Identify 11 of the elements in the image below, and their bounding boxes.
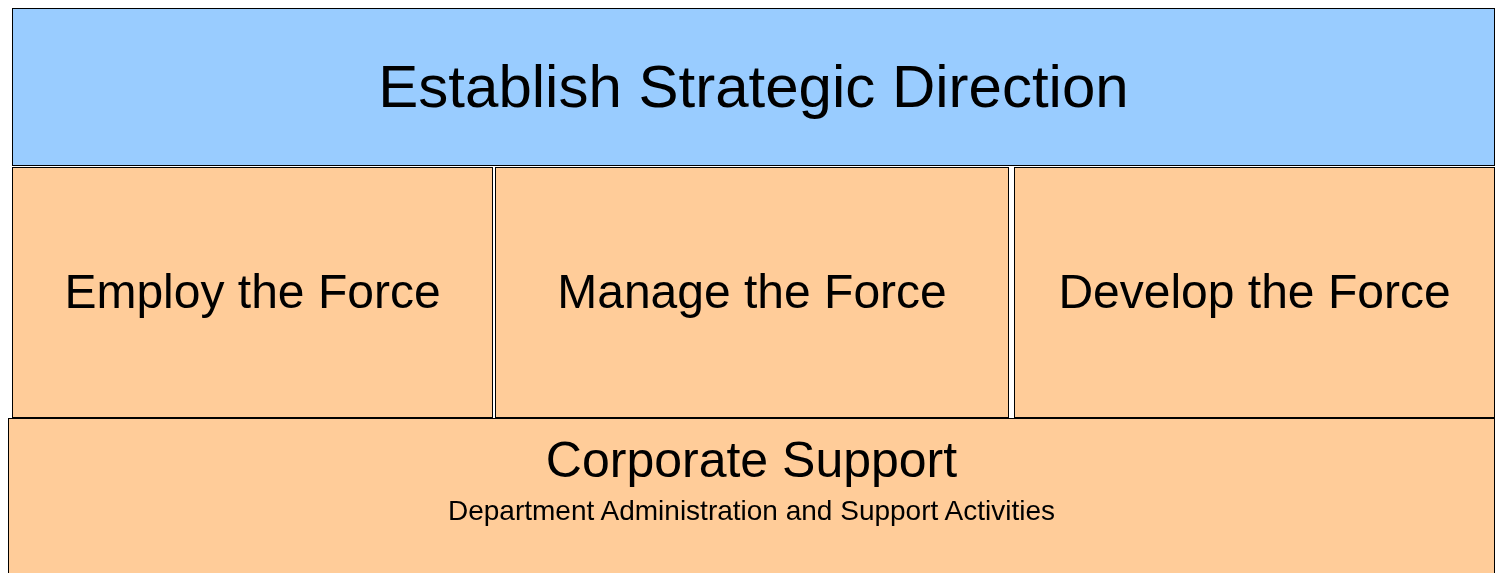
box-label: Corporate Support: [545, 433, 958, 488]
process-box: [1014, 167, 1495, 418]
box-label: Establish Strategic Direction: [378, 54, 1129, 120]
box-label: Develop the Force: [1058, 266, 1451, 319]
box-label: Manage the Force: [557, 266, 947, 319]
process-box: [495, 167, 1009, 418]
support-band: [8, 418, 1495, 573]
box-label: Employ the Force: [64, 266, 441, 319]
header-band: [12, 8, 1495, 166]
box-subtitle: Department Administration and Support Activities: [448, 494, 1055, 528]
process-box: [12, 167, 493, 418]
